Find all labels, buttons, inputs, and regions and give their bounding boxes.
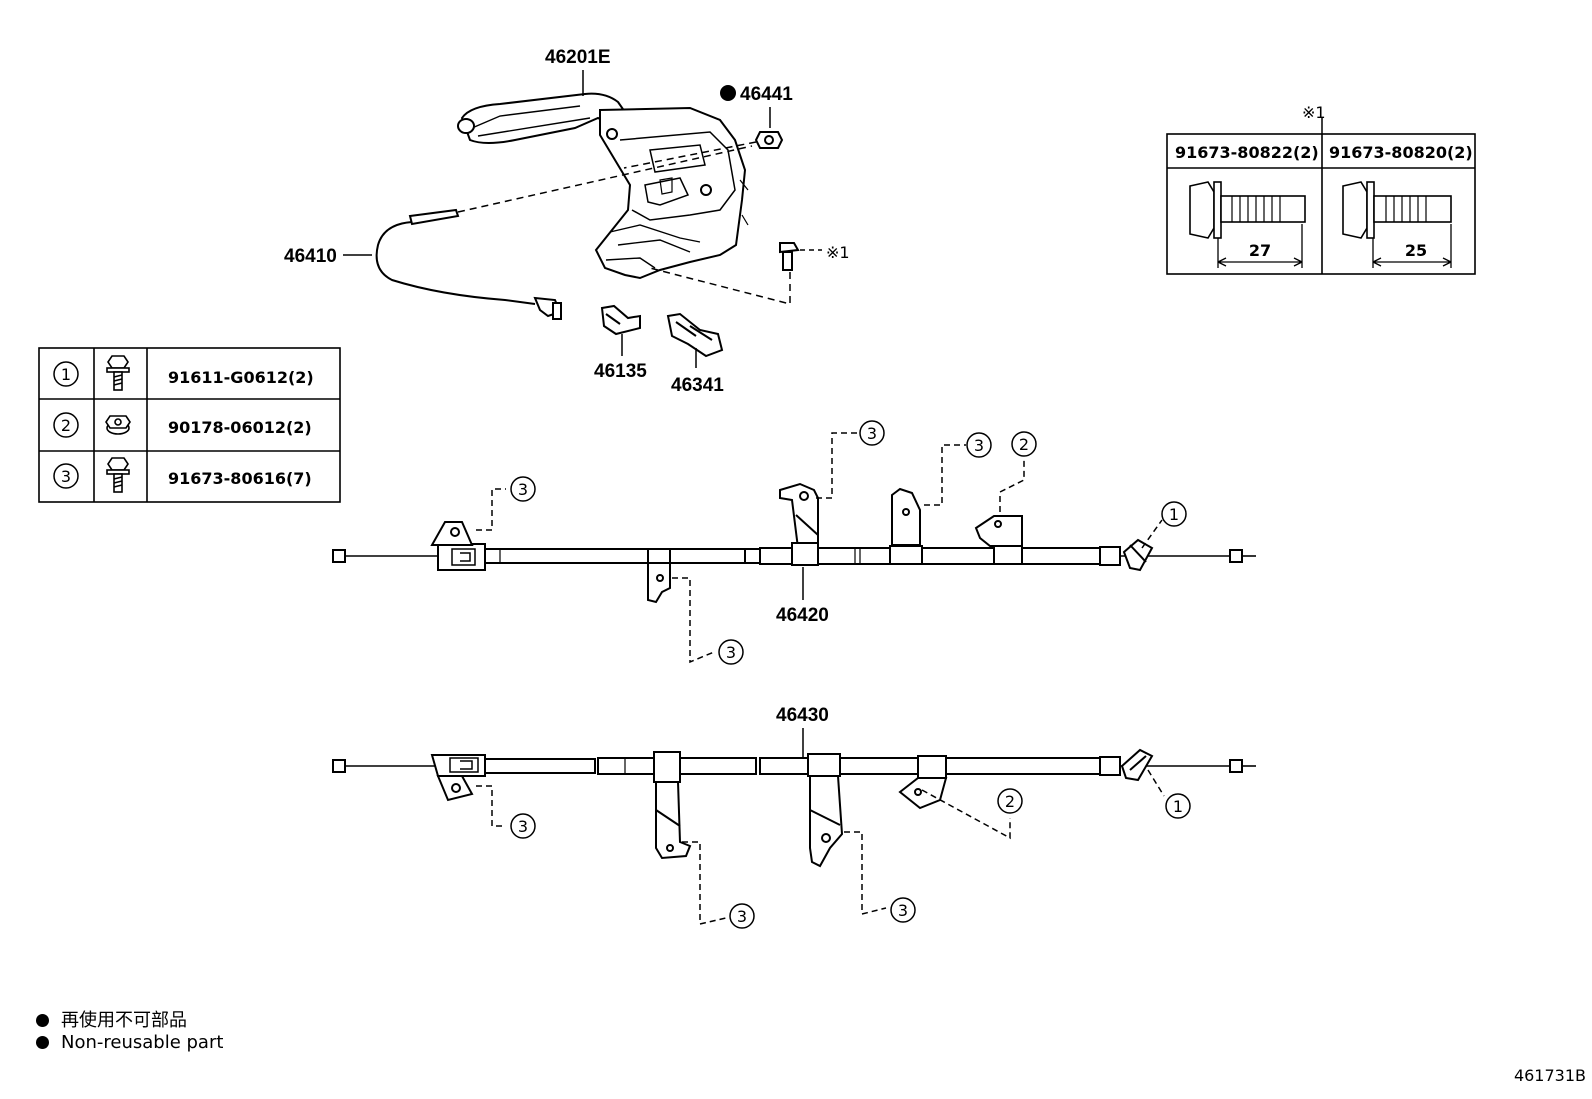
- callout-clip-a: 46135: [594, 361, 647, 382]
- flange-nut-icon: [105, 415, 131, 435]
- callout-switch-cable: 46410: [284, 246, 337, 267]
- svg-text:2: 2: [1005, 792, 1015, 811]
- legend-jp: 再使用不可部品: [36, 1006, 187, 1032]
- ref-circle: 3 3 3 2 1 3: [510, 420, 1187, 665]
- svg-text:3: 3: [737, 907, 747, 926]
- callout-cable-no3: 46430: [776, 705, 829, 726]
- svg-text:3: 3: [974, 436, 984, 455]
- non-reusable-dot-icon: [720, 85, 736, 101]
- bracket: [779, 482, 819, 566]
- svg-text:91673-80616(7): 91673-80616(7): [168, 469, 312, 488]
- fastener-row-1: 1 91611-G0612(2): [53, 355, 314, 391]
- ref-callout: [476, 769, 1165, 925]
- parking-brake-lever[interactable]: [457, 92, 749, 280]
- fastener-row-3: 3 91673-80616(7): [53, 457, 312, 493]
- ref-circle: 3 3 3 2 1: [510, 788, 1191, 929]
- fastener-table: [38, 347, 341, 503]
- fastener-row-2: 2 90178-06012(2): [53, 412, 312, 438]
- long-bolt-icon: [1342, 181, 1452, 239]
- svg-text:1: 1: [61, 365, 71, 384]
- svg-text:27: 27: [1249, 241, 1271, 260]
- svg-text:3: 3: [867, 424, 877, 443]
- clip-46135[interactable]: [600, 304, 641, 336]
- bracket: [889, 487, 923, 565]
- svg-text:3: 3: [726, 643, 736, 662]
- svg-text:90178-06012(2): 90178-06012(2): [168, 418, 312, 437]
- bracket: [807, 753, 844, 868]
- non-reusable-dot-icon: [36, 1014, 49, 1027]
- note-marker-bolt: ※1: [826, 243, 850, 262]
- svg-text:25: 25: [1405, 241, 1427, 260]
- bolt-note1[interactable]: [779, 242, 800, 271]
- ref-callout: [476, 432, 1163, 664]
- callout-lever: 46201E: [545, 47, 611, 68]
- cable-grommet: [1122, 538, 1154, 572]
- bracket: [647, 548, 671, 604]
- bracket: [653, 751, 692, 860]
- bracket: [974, 515, 1023, 565]
- bolt-table: [1166, 133, 1476, 275]
- svg-text:1: 1: [1169, 505, 1179, 524]
- dimension-27: [1217, 224, 1303, 268]
- svg-text:3: 3: [518, 817, 528, 836]
- legend-en: Non-reusable part: [36, 1032, 223, 1053]
- flange-nut[interactable]: [754, 131, 784, 149]
- switch-cable[interactable]: [375, 208, 562, 320]
- svg-text:2: 2: [61, 416, 71, 435]
- bracket: [898, 755, 948, 810]
- rear-cable-no3[interactable]: [332, 754, 1256, 802]
- svg-text:2: 2: [1019, 435, 1029, 454]
- clip-46341[interactable]: [666, 312, 724, 358]
- long-bolt-icon: [1189, 181, 1306, 239]
- svg-text:3: 3: [518, 480, 528, 499]
- bolt-table-marker: ※1: [1302, 103, 1326, 122]
- callout-clip-b: 46341: [671, 375, 724, 396]
- callout-nut: 46441: [740, 84, 793, 105]
- cable-grommet: [1120, 748, 1154, 782]
- svg-text:3: 3: [61, 467, 71, 486]
- flange-bolt-icon: [106, 355, 130, 391]
- svg-text:91611-G0612(2): 91611-G0612(2): [168, 368, 314, 387]
- bolt-part-2: 91673-80820(2): [1329, 143, 1473, 162]
- svg-text:3: 3: [898, 901, 908, 920]
- svg-text:1: 1: [1173, 797, 1183, 816]
- callout-cable-no2: 46420: [776, 605, 829, 626]
- non-reusable-dot-icon: [36, 1036, 49, 1049]
- dimension-25: [1372, 224, 1452, 268]
- figure-id: 461731B: [1513, 1066, 1586, 1085]
- bolt-part-1: 91673-80822(2): [1175, 143, 1319, 162]
- flange-bolt-icon: [106, 457, 130, 493]
